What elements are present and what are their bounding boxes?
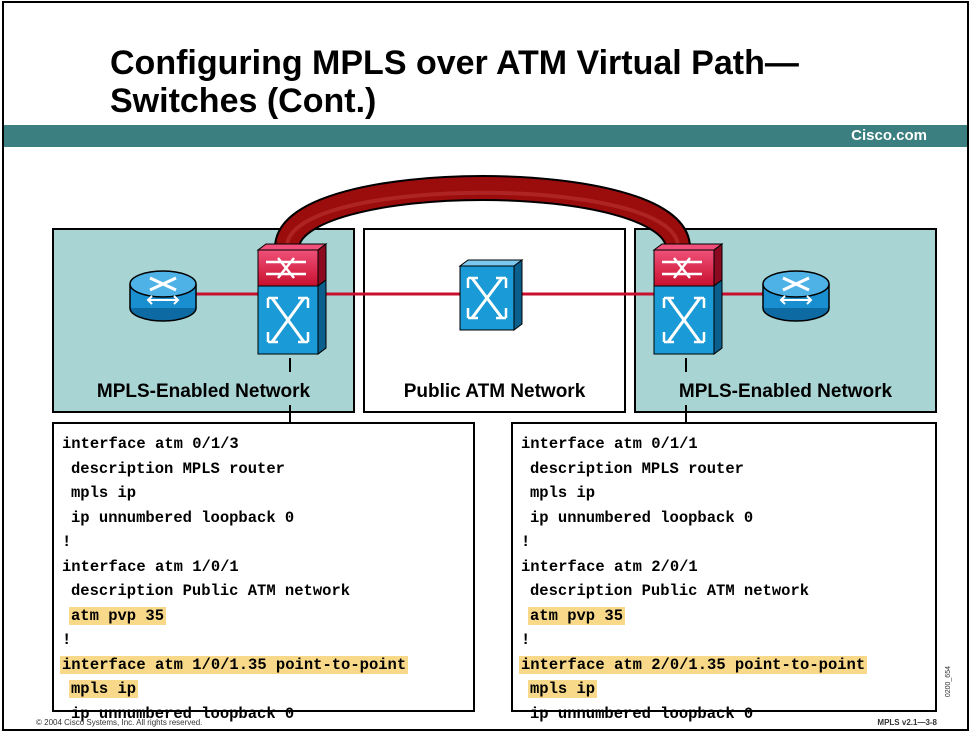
config-line-text: ! — [62, 533, 72, 551]
config-line: ! — [519, 530, 935, 555]
config-box-left: interface atm 0/1/3 description MPLS rout… — [52, 422, 475, 723]
config-line: mpls ip — [519, 481, 935, 506]
config-line-text: description MPLS router — [71, 459, 285, 478]
figure-id: 0200_654 — [945, 666, 952, 698]
config-line: mpls ip — [60, 677, 473, 702]
config-line-text: ! — [521, 631, 531, 649]
title-line-2: Switches (Cont.) — [110, 82, 377, 120]
config-line: description MPLS router — [519, 457, 935, 482]
config-line: mpls ip — [519, 677, 935, 702]
config-line: interface atm 0/1/3 — [60, 432, 473, 457]
course-id-footer: MPLS v2.1—3-8 — [877, 718, 937, 727]
config-line: description Public ATM network — [519, 579, 935, 604]
region-label-left: MPLS-Enabled Network — [96, 381, 311, 402]
region-mpls-right: MPLS-Enabled Network — [634, 228, 937, 413]
header-bar — [4, 125, 967, 147]
config-line-text: interface atm 0/1/3 — [62, 435, 239, 453]
config-line: ip unnumbered loopback 0 — [519, 506, 935, 531]
config-line: interface atm 2/0/1 — [519, 555, 935, 580]
config-line-text: ! — [521, 533, 531, 551]
config-line-text: interface atm 2/0/1.35 point-to-point — [519, 655, 868, 674]
cisco-brand: Cisco.com — [851, 127, 927, 144]
region-label-right: MPLS-Enabled Network — [678, 381, 893, 402]
config-line-text: mpls ip — [528, 680, 598, 698]
config-line-text: ip unnumbered loopback 0 — [71, 508, 295, 527]
config-line-text: atm pvp 35 — [69, 606, 167, 625]
config-line-text: mpls ip — [530, 484, 596, 502]
config-line: ip unnumbered loopback 0 — [60, 506, 473, 531]
config-line-text: ! — [62, 631, 72, 649]
config-line-text: ip unnumbered loopback 0 — [71, 704, 295, 723]
config-line-text: description Public ATM network — [71, 582, 351, 600]
config-line-text: interface atm 2/0/1 — [521, 557, 698, 576]
config-line: ! — [60, 530, 473, 555]
config-line: interface atm 1/0/1 — [60, 555, 473, 580]
region-mpls-left: MPLS-Enabled Network — [52, 228, 355, 413]
config-line-text: interface atm 1/0/1 — [62, 557, 239, 576]
slide-title: Configuring MPLS over ATM Virtual Path— … — [110, 44, 930, 120]
copyright-footer: © 2004 Cisco Systems, Inc. All rights re… — [36, 718, 203, 727]
region-public-atm: Public ATM Network — [363, 228, 626, 413]
config-line: mpls ip — [60, 481, 473, 506]
config-box-right: interface atm 0/1/1 description MPLS rout… — [511, 422, 937, 723]
config-line: description MPLS router — [60, 457, 473, 482]
config-line: interface atm 2/0/1.35 point-to-point — [519, 653, 935, 678]
config-line: atm pvp 35 — [519, 604, 935, 629]
config-line-text: description Public ATM network — [530, 582, 810, 600]
config-line: interface atm 0/1/1 — [519, 432, 935, 457]
config-line-text: interface atm 0/1/1 — [521, 435, 698, 453]
config-line-text: mpls ip — [69, 680, 139, 698]
config-line: description Public ATM network — [60, 579, 473, 604]
config-line: atm pvp 35 — [60, 604, 473, 629]
config-line-text: description MPLS router — [530, 459, 744, 478]
config-line-text: atm pvp 35 — [528, 606, 626, 625]
config-line-text: interface atm 1/0/1.35 point-to-point — [60, 655, 409, 674]
config-line: interface atm 1/0/1.35 point-to-point — [60, 653, 473, 678]
config-line-text: ip unnumbered loopback 0 — [530, 508, 754, 527]
config-line-text: ip unnumbered loopback 0 — [530, 704, 754, 723]
config-line: ! — [60, 628, 473, 653]
config-line-text: mpls ip — [71, 484, 137, 502]
config-line: ip unnumbered loopback 0 — [519, 702, 935, 727]
config-line: ! — [519, 628, 935, 653]
config-line: ip unnumbered loopback 0 — [60, 702, 473, 727]
title-line-1: Configuring MPLS over ATM Virtual Path— — [110, 44, 799, 82]
region-label-middle: Public ATM Network — [403, 381, 586, 402]
